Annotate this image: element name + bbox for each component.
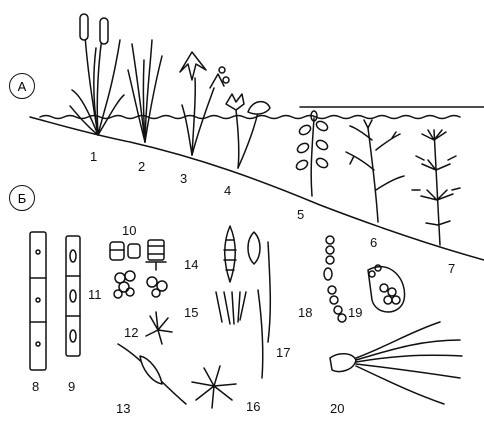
plant-2-reed bbox=[128, 40, 162, 142]
label-12: 12 bbox=[124, 326, 138, 339]
alga-13-spindle bbox=[118, 344, 186, 404]
alga-15-diatoms bbox=[216, 226, 260, 324]
label-8: 8 bbox=[32, 380, 39, 393]
alga-16-asterionella bbox=[192, 366, 236, 408]
alga-18-chain bbox=[324, 236, 346, 322]
label-17: 17 bbox=[276, 346, 290, 359]
plant-4-water-lily bbox=[226, 94, 270, 168]
plant-7-charophyte bbox=[412, 130, 460, 245]
plant-1-cattail bbox=[70, 14, 124, 135]
label-13: 13 bbox=[116, 402, 130, 415]
label-3: 3 bbox=[180, 172, 187, 185]
alga-8-filament bbox=[30, 232, 46, 370]
label-7: 7 bbox=[448, 262, 455, 275]
alga-17-rods bbox=[258, 242, 270, 378]
alga-cluster bbox=[114, 271, 167, 298]
label-15: 15 bbox=[184, 306, 198, 319]
alga-19-cell bbox=[368, 265, 405, 312]
section-b-marker: Б bbox=[9, 185, 35, 211]
label-6: 6 bbox=[370, 236, 377, 249]
label-5: 5 bbox=[297, 208, 304, 221]
alga-20-tuft bbox=[330, 322, 462, 404]
label-19: 19 bbox=[348, 306, 362, 319]
label-20: 20 bbox=[330, 402, 344, 415]
alga-12-star bbox=[146, 312, 172, 344]
plant-3-arrowhead bbox=[180, 52, 229, 155]
alga-14-colony bbox=[146, 240, 166, 270]
alga-10-colony bbox=[110, 242, 140, 260]
label-11: 11 bbox=[88, 288, 102, 301]
alga-9-filament bbox=[66, 236, 80, 356]
label-1: 1 bbox=[90, 150, 97, 163]
label-16: 16 bbox=[246, 400, 260, 413]
label-4: 4 bbox=[224, 184, 231, 197]
label-2: 2 bbox=[138, 160, 145, 173]
label-9: 9 bbox=[68, 380, 75, 393]
section-a-marker: А bbox=[9, 73, 35, 99]
label-10: 10 bbox=[122, 224, 136, 237]
plant-6-milfoil bbox=[346, 120, 404, 222]
label-14: 14 bbox=[184, 258, 198, 271]
label-18: 18 bbox=[298, 306, 312, 319]
plant-5-pondweed bbox=[295, 111, 329, 196]
